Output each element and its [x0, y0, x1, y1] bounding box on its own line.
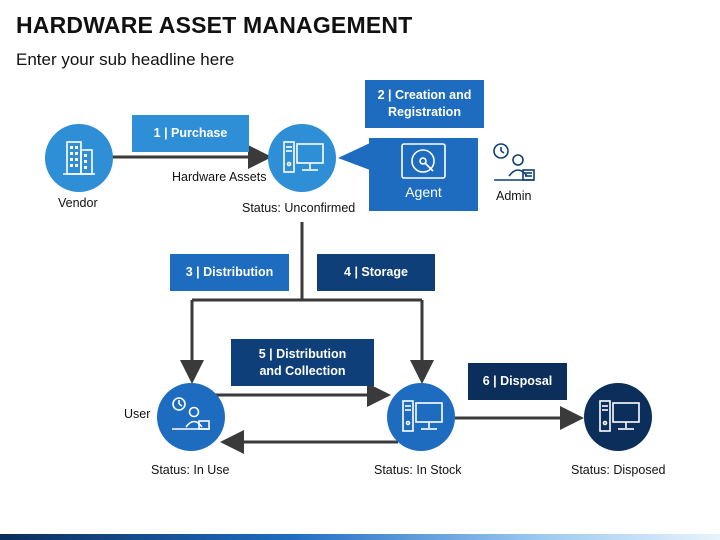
admin-label: Admin: [496, 189, 532, 203]
step-storage: 4 | Storage: [317, 254, 435, 291]
vendor-label: Vendor: [58, 196, 98, 210]
admin-icon: [493, 143, 535, 181]
computer-icon: [283, 141, 324, 173]
building-icon: [63, 141, 95, 175]
hardware-assets-node: [268, 124, 336, 192]
status-in-stock-label: Status: In Stock: [374, 463, 462, 477]
step-distribution: 3 | Distribution: [170, 254, 289, 291]
agent-label: Agent: [405, 184, 442, 200]
agent-pointer: [338, 143, 370, 170]
vendor-node: [45, 124, 113, 192]
disposed-node: [584, 383, 652, 451]
page-subtitle: Enter your sub headline here: [16, 50, 235, 69]
hardware-assets-label: Hardware Assets: [172, 170, 267, 184]
page-title: HARDWARE ASSET MANAGEMENT: [16, 12, 413, 38]
in-stock-node: [387, 383, 455, 451]
computer-icon: [402, 400, 443, 432]
user-at-desk-icon: [172, 397, 210, 430]
footer-bar: [0, 534, 720, 540]
status-unconfirmed-label: Status: Unconfirmed: [242, 201, 356, 215]
user-label: User: [124, 407, 151, 421]
agent-box: Agent: [369, 138, 478, 211]
hard-drive-icon: [401, 143, 446, 179]
user-node: [157, 383, 225, 451]
status-disposed-label: Status: Disposed: [571, 463, 666, 477]
step-purchase: 1 | Purchase: [132, 115, 249, 152]
computer-icon: [599, 400, 640, 432]
status-in-use-label: Status: In Use: [151, 463, 230, 477]
step-creation-registration: 2 | Creation and Registration: [365, 80, 484, 128]
step-distribution-collection: 5 | Distribution and Collection: [231, 339, 374, 386]
step-disposal: 6 | Disposal: [468, 363, 567, 400]
